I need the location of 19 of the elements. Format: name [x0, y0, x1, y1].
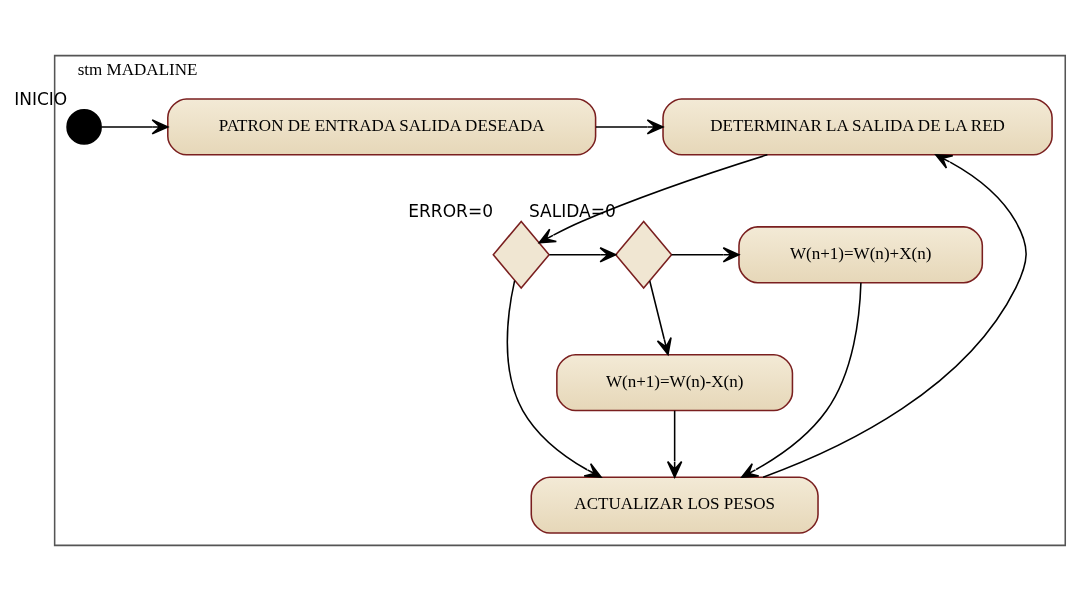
node-circle — [66, 109, 102, 145]
arrow — [666, 409, 683, 478]
arrow — [506, 279, 602, 478]
arrow — [741, 282, 862, 478]
node-box: DETERMINAR LA SALIDA DE LA RED — [662, 98, 1053, 156]
arrow — [649, 280, 672, 356]
arrow — [100, 119, 169, 135]
node-diamond — [614, 220, 673, 290]
node-diamond — [492, 220, 551, 290]
arrow — [670, 247, 740, 263]
node-box: W(n+1)=W(n)-X(n) — [556, 353, 794, 412]
node-box: PATRON DE ENTRADA SALIDA DESEADA — [167, 98, 597, 156]
node-label: ERROR=0 — [408, 200, 494, 221]
arrow — [762, 154, 1027, 478]
node-box: W(n+1)=W(n)+X(n) — [738, 226, 984, 284]
arrow — [548, 247, 617, 263]
arrow — [595, 119, 664, 135]
node-box: ACTUALIZAR LOS PESOS — [530, 476, 819, 534]
arrow — [538, 154, 769, 244]
